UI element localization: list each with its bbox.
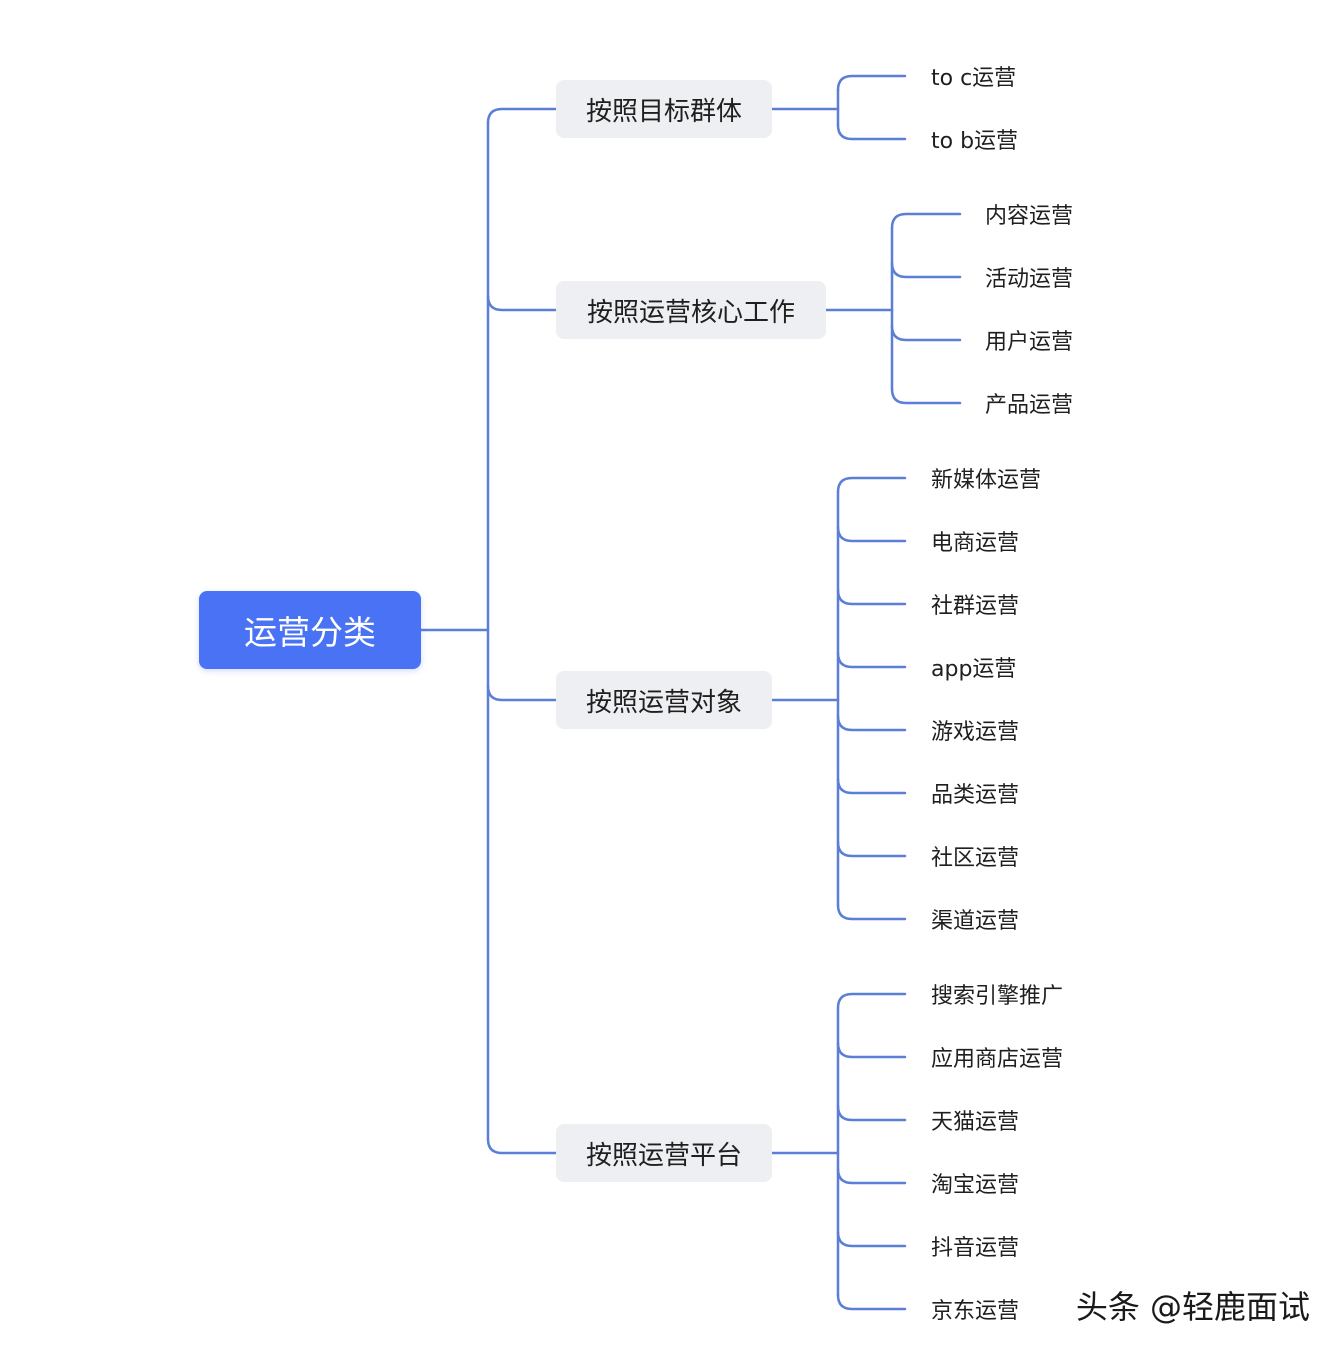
connector-line (890, 324, 962, 342)
connector-line (836, 840, 907, 858)
leaf-tmall-ops[interactable]: 天猫运营 (931, 1110, 1020, 1135)
connector-line (486, 684, 558, 702)
leaf-activity-ops[interactable]: 活动运营 (985, 267, 1074, 292)
leaf-new-media-ops[interactable]: 新媒体运营 (931, 468, 1042, 493)
connector-line (836, 777, 907, 795)
leaf-taobao-ops[interactable]: 淘宝运营 (931, 1173, 1020, 1198)
connector-line (836, 903, 907, 921)
leaf-to-b[interactable]: to b运营 (931, 129, 1019, 154)
leaf-app-ops[interactable]: app运营 (931, 657, 1017, 682)
leaf-game-ops[interactable]: 游戏运营 (931, 720, 1020, 745)
connector-line (486, 107, 558, 125)
leaf-to-c[interactable]: to c运营 (931, 66, 1017, 91)
connector-line (486, 1137, 558, 1155)
leaf-product-ops[interactable]: 产品运营 (985, 393, 1074, 418)
branch-target-group[interactable]: 按照目标群体 (556, 80, 772, 138)
root-node[interactable]: 运营分类 (199, 591, 421, 669)
connector-line (836, 123, 907, 141)
leaf-community-ops[interactable]: 社区运营 (931, 846, 1020, 871)
leaf-app-store-ops[interactable]: 应用商店运营 (931, 1047, 1064, 1072)
branch-core-work[interactable]: 按照运营核心工作 (556, 281, 826, 339)
connector-line (890, 261, 962, 279)
watermark: 头条 @轻鹿面试 (1075, 1288, 1310, 1326)
connector-line (836, 1230, 907, 1248)
leaf-user-ops[interactable]: 用户运营 (985, 330, 1074, 355)
leaf-content-ops[interactable]: 内容运营 (985, 204, 1074, 229)
connector-line (836, 1293, 907, 1311)
connector-line (836, 525, 907, 543)
leaf-category-ops[interactable]: 品类运营 (931, 783, 1020, 808)
connector-line (836, 1041, 907, 1059)
leaf-community-group-ops[interactable]: 社群运营 (931, 594, 1020, 619)
branch-platform[interactable]: 按照运营平台 (556, 1124, 772, 1182)
branch-operation-object[interactable]: 按照运营对象 (556, 671, 772, 729)
connector-line (890, 212, 962, 230)
connector-line (836, 714, 907, 732)
connector-line (836, 1104, 907, 1122)
connector-line (836, 651, 907, 669)
leaf-channel-ops[interactable]: 渠道运营 (931, 909, 1020, 934)
connector-line (836, 74, 907, 92)
connector-line (486, 294, 558, 312)
leaf-douyin-ops[interactable]: 抖音运营 (931, 1236, 1020, 1261)
connector-line (836, 588, 907, 606)
leaf-ecommerce-ops[interactable]: 电商运营 (931, 531, 1020, 556)
connector-line (836, 1167, 907, 1185)
connector-line (836, 992, 907, 1010)
leaf-jd-ops[interactable]: 京东运营 (931, 1299, 1020, 1324)
connector-line (890, 387, 962, 405)
leaf-search-engine[interactable]: 搜索引擎推广 (931, 984, 1064, 1009)
connector-line (836, 476, 907, 494)
